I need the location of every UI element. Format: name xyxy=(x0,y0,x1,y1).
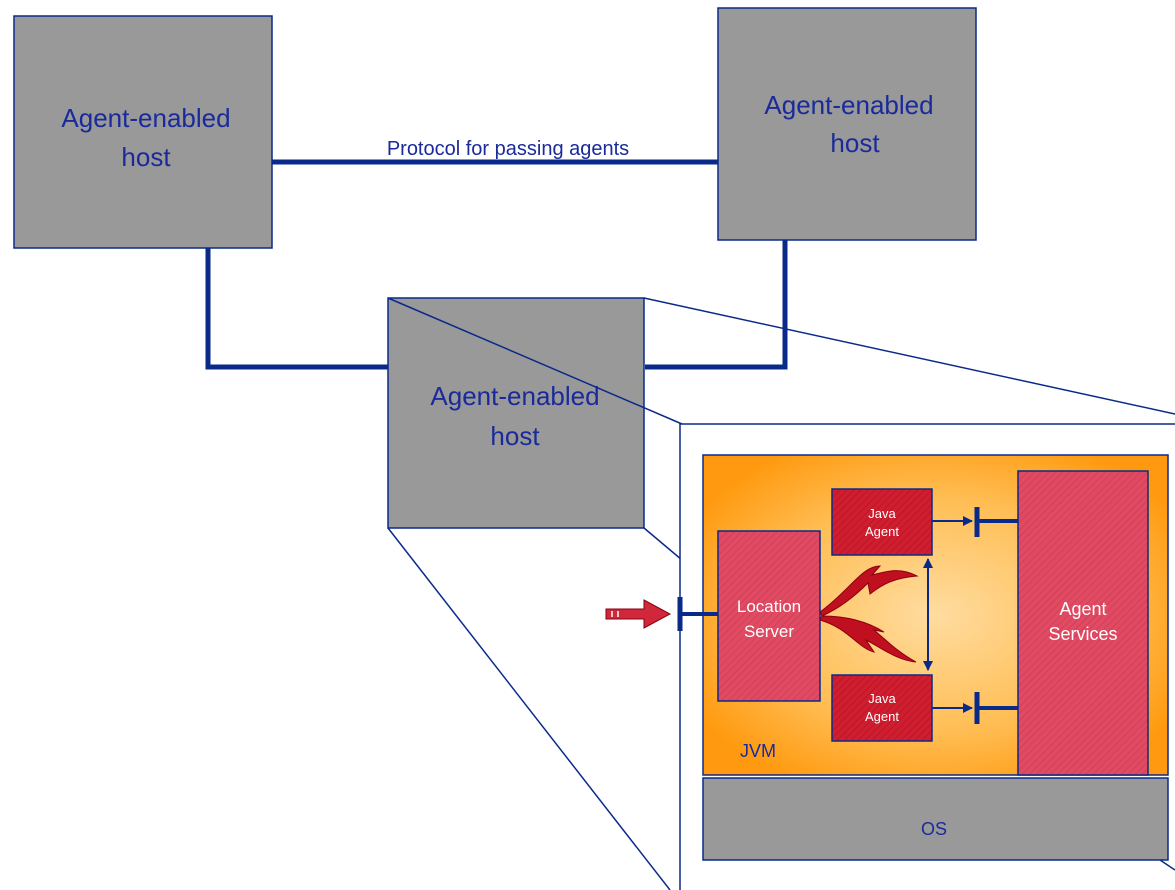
host-top-left: Agent-enabled host xyxy=(13,15,273,249)
location-server-line2: Server xyxy=(744,622,794,641)
os-label: OS xyxy=(921,819,947,839)
java-agent-bottom-line1: Java xyxy=(868,691,896,706)
location-server-line1: Location xyxy=(737,597,801,616)
java-agent-top-box xyxy=(831,488,933,556)
host-top-left-line2: host xyxy=(121,142,171,172)
host-center: Agent-enabled host xyxy=(387,297,645,529)
location-to-agent-bottom-arrow xyxy=(819,615,917,663)
connections xyxy=(205,159,788,370)
protocol-label: Protocol for passing agents xyxy=(387,138,629,160)
java-agent-bottom-box xyxy=(831,674,933,742)
zoom-projection xyxy=(387,297,1175,890)
host-center-line2: host xyxy=(490,421,540,451)
jvm-label: JVM xyxy=(740,741,776,761)
os-box xyxy=(702,777,1169,861)
location-to-agent-top-arrow xyxy=(819,565,919,617)
host-top-right: Agent-enabled host xyxy=(717,7,977,241)
host-center-line1: Agent-enabled xyxy=(430,381,599,411)
host-top-right-line2: host xyxy=(830,128,880,158)
agent-services-line2: Services xyxy=(1048,624,1117,644)
host-top-left-line1: Agent-enabled xyxy=(61,103,230,133)
incoming-agent-arrow xyxy=(605,599,672,629)
java-agent-top-line2: Agent xyxy=(865,524,899,539)
host-top-right-line1: Agent-enabled xyxy=(764,90,933,120)
detail-panel: JVM OS Agent Services Location Server Ja… xyxy=(605,423,1175,890)
java-agent-bottom-line2: Agent xyxy=(865,709,899,724)
location-server-box xyxy=(717,530,821,702)
left-connector xyxy=(205,248,388,370)
agent-services-box xyxy=(1017,470,1149,776)
right-connector xyxy=(645,240,788,370)
agent-services-line1: Agent xyxy=(1059,599,1106,619)
java-agent-top-line1: Java xyxy=(868,506,896,521)
